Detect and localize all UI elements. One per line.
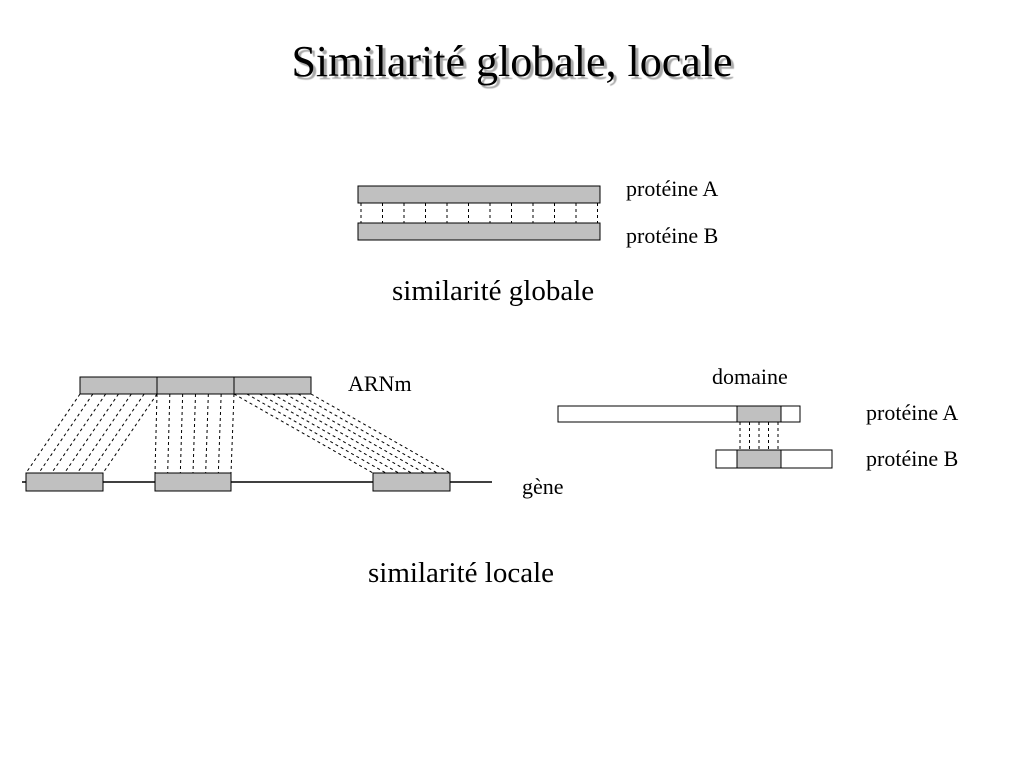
exon-link [233,393,374,474]
mrna-gene-diagram [22,376,492,492]
exon-link [205,393,209,474]
gene-exon-2 [154,472,232,492]
mrna-exon-1 [79,376,158,395]
exon-link [154,393,158,474]
exon-link [167,393,171,474]
gene-label: gène [522,474,564,499]
local-protein-b-label: protéine B [866,446,959,471]
global-similarity-caption: similarité globale [392,275,595,307]
domain-label: domaine [712,364,788,389]
local-similarity-caption: similarité locale [368,557,555,589]
global-protein-b-label: protéine B [626,223,719,248]
exon-link [64,393,119,474]
mrna-exon-3 [233,376,312,395]
page-title: Similarité globale, locale [291,37,733,86]
exon-link [38,393,94,474]
global-alignment-links [360,203,598,223]
exon-link [310,393,451,474]
mrna-exon-2 [156,376,235,395]
exon-link [192,393,196,474]
global-similarity-diagram [357,185,601,241]
local-protein-a-label: protéine A [866,400,959,425]
exon-link [246,393,387,474]
exon-link [179,393,184,474]
exon-link [102,393,158,474]
exon-link [297,393,438,474]
exon-link [259,393,399,474]
exon-link [51,393,107,474]
gene-exon-1 [25,472,104,492]
exon-link [230,393,235,474]
exon-link [285,393,425,474]
exon-link [76,393,132,474]
exon-alignment-links [25,393,451,474]
exon-link [272,393,412,474]
domain-region-b [736,449,782,469]
domain-region-a [736,405,782,423]
exon-link [217,393,222,474]
domain-diagram [557,405,833,469]
gene-exon-3 [372,472,451,492]
protein-b-bar [357,222,601,241]
mrna-label: ARNm [348,371,412,396]
exon-link [25,393,81,474]
domain-alignment-links [739,422,779,450]
exon-link [89,393,145,474]
protein-a-bar [357,185,601,204]
global-protein-a-label: protéine A [626,176,719,201]
